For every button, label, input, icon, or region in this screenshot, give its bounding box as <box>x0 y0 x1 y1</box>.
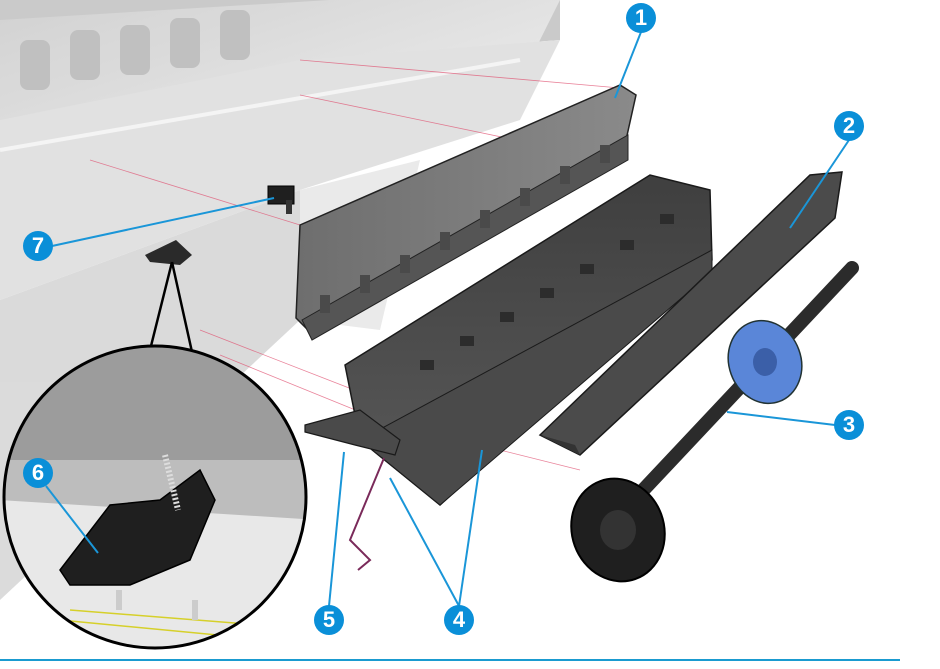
part-1-rear-panel <box>295 84 637 341</box>
callout-3: 3 <box>834 410 864 440</box>
bottom-divider <box>0 659 900 661</box>
callout-5: 5 <box>314 605 344 635</box>
detail-inset <box>5 347 305 647</box>
callout-leaders <box>45 31 850 607</box>
callout-1: 1 <box>626 3 656 33</box>
callout-2: 2 <box>834 111 864 141</box>
callout-7: 7 <box>23 231 53 261</box>
part-3-spindle <box>570 261 859 583</box>
part-4-platen <box>344 174 713 506</box>
part-7-sensor <box>267 185 295 214</box>
part-2-guide-strip <box>538 171 843 456</box>
callout-6: 6 <box>23 458 53 488</box>
part-5-sensor-bracket <box>304 409 401 571</box>
callout-4: 4 <box>444 605 474 635</box>
